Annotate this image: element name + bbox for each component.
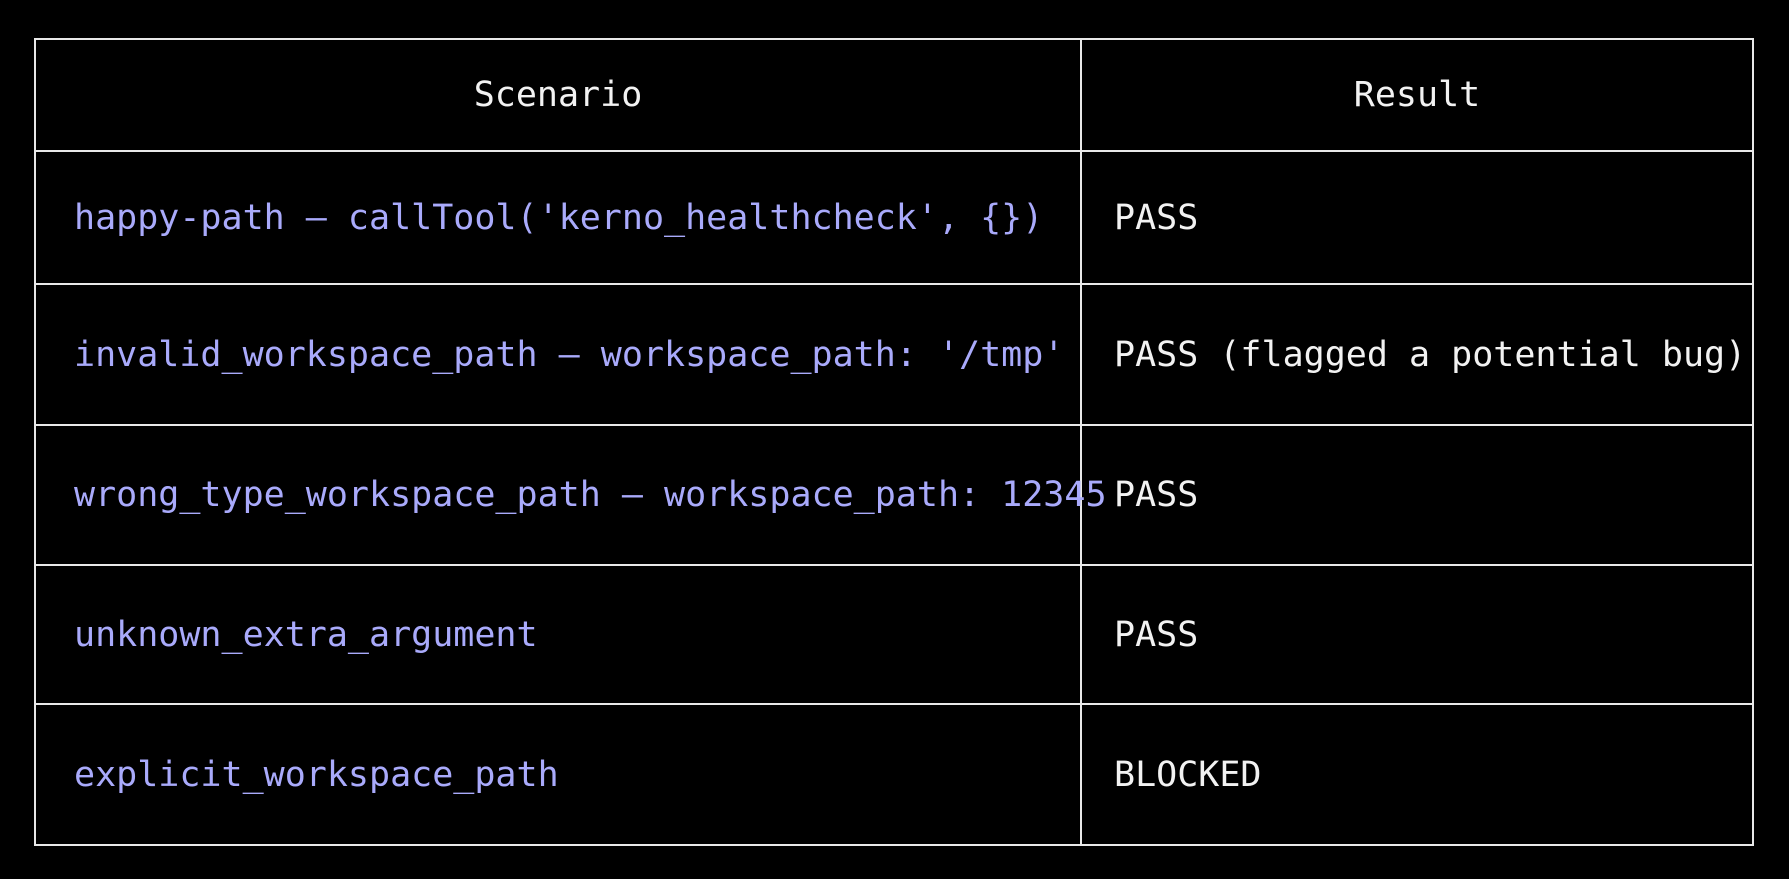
table-row: wrong_type_workspace_path – workspace_pa… bbox=[34, 424, 1754, 566]
table-row: happy-path – callTool('kerno_healthcheck… bbox=[34, 150, 1754, 285]
header-scenario: Scenario bbox=[34, 38, 1082, 152]
scenario-cell: unknown_extra_argument bbox=[34, 564, 1082, 705]
table-row: invalid_workspace_path – workspace_path:… bbox=[34, 283, 1754, 426]
table-row: explicit_workspace_path BLOCKED bbox=[34, 703, 1754, 846]
scenario-cell: explicit_workspace_path bbox=[34, 703, 1082, 846]
table-row: unknown_extra_argument PASS bbox=[34, 564, 1754, 705]
table-header-row: Scenario Result bbox=[34, 38, 1754, 152]
result-cell: PASS bbox=[1080, 150, 1754, 285]
result-cell: PASS bbox=[1080, 564, 1754, 705]
result-cell: PASS bbox=[1080, 424, 1754, 566]
header-result: Result bbox=[1080, 38, 1754, 152]
result-cell: PASS (flagged a potential bug) bbox=[1080, 283, 1754, 426]
results-table: Scenario Result happy-path – callTool('k… bbox=[34, 38, 1754, 846]
scenario-cell: invalid_workspace_path – workspace_path:… bbox=[34, 283, 1082, 426]
scenario-cell: wrong_type_workspace_path – workspace_pa… bbox=[34, 424, 1107, 566]
scenario-cell: happy-path – callTool('kerno_healthcheck… bbox=[34, 150, 1082, 285]
result-cell: BLOCKED bbox=[1080, 703, 1754, 846]
